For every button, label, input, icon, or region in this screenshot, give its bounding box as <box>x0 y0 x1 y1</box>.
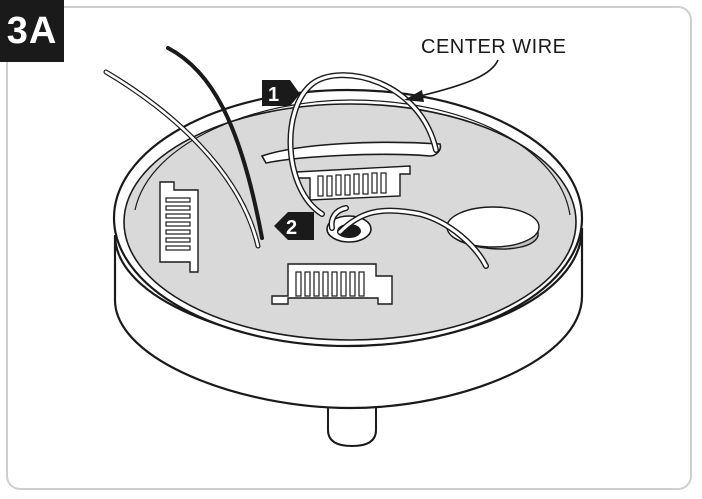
terminal-block-left <box>159 181 199 273</box>
step-marker-1: 1 <box>262 80 300 106</box>
wires <box>103 46 489 269</box>
step-badge: 3A <box>0 0 64 62</box>
center-wire-label: CENTER WIRE <box>421 36 567 58</box>
step-marker-2: 2 <box>274 212 314 240</box>
marker-2-number: 2 <box>286 217 297 239</box>
marker-1-number: 1 <box>268 84 279 106</box>
black-wire <box>166 46 264 240</box>
wire-slot <box>260 141 442 164</box>
terminal-block-bottom <box>271 263 393 305</box>
terminal-block-top <box>295 165 411 201</box>
center-wire-leader <box>404 59 499 102</box>
